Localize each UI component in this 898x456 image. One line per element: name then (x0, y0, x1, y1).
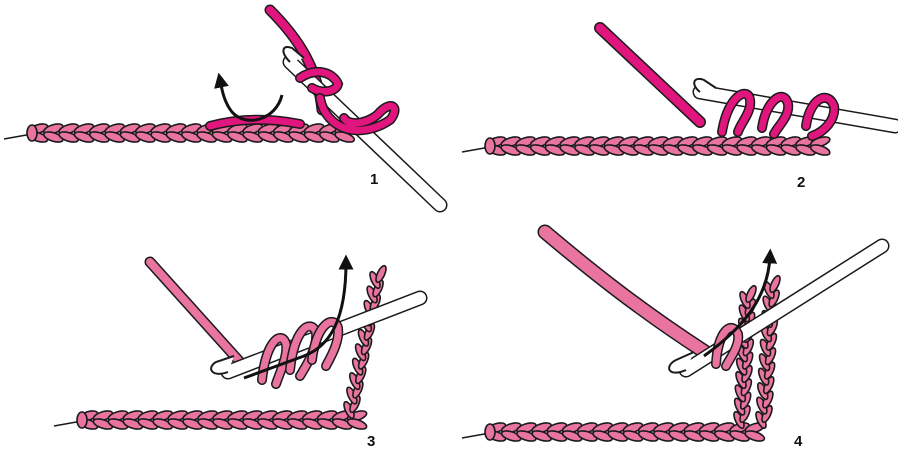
insert-arrow-icon (220, 80, 282, 120)
step-label: 2 (797, 174, 805, 191)
working-yarn (600, 28, 700, 122)
step-label: 4 (794, 433, 803, 450)
panel-step-4: 4 (462, 232, 882, 450)
slip-knot (485, 424, 495, 440)
step-label: 1 (370, 171, 378, 188)
working-yarn (545, 232, 705, 352)
slip-knot (27, 125, 37, 141)
panel-step-1: 1 (4, 10, 440, 205)
slip-knot (77, 412, 87, 428)
step-label: 3 (367, 433, 375, 450)
slip-knot (485, 138, 495, 154)
yarn-over-loop (210, 72, 395, 130)
working-yarn (150, 262, 240, 362)
foundation-chain (54, 409, 368, 431)
panel-step-2: 2 (462, 28, 895, 191)
foundation-chain (462, 421, 766, 443)
panel-step-3: 3 (54, 262, 420, 450)
stitch-column (342, 264, 388, 419)
